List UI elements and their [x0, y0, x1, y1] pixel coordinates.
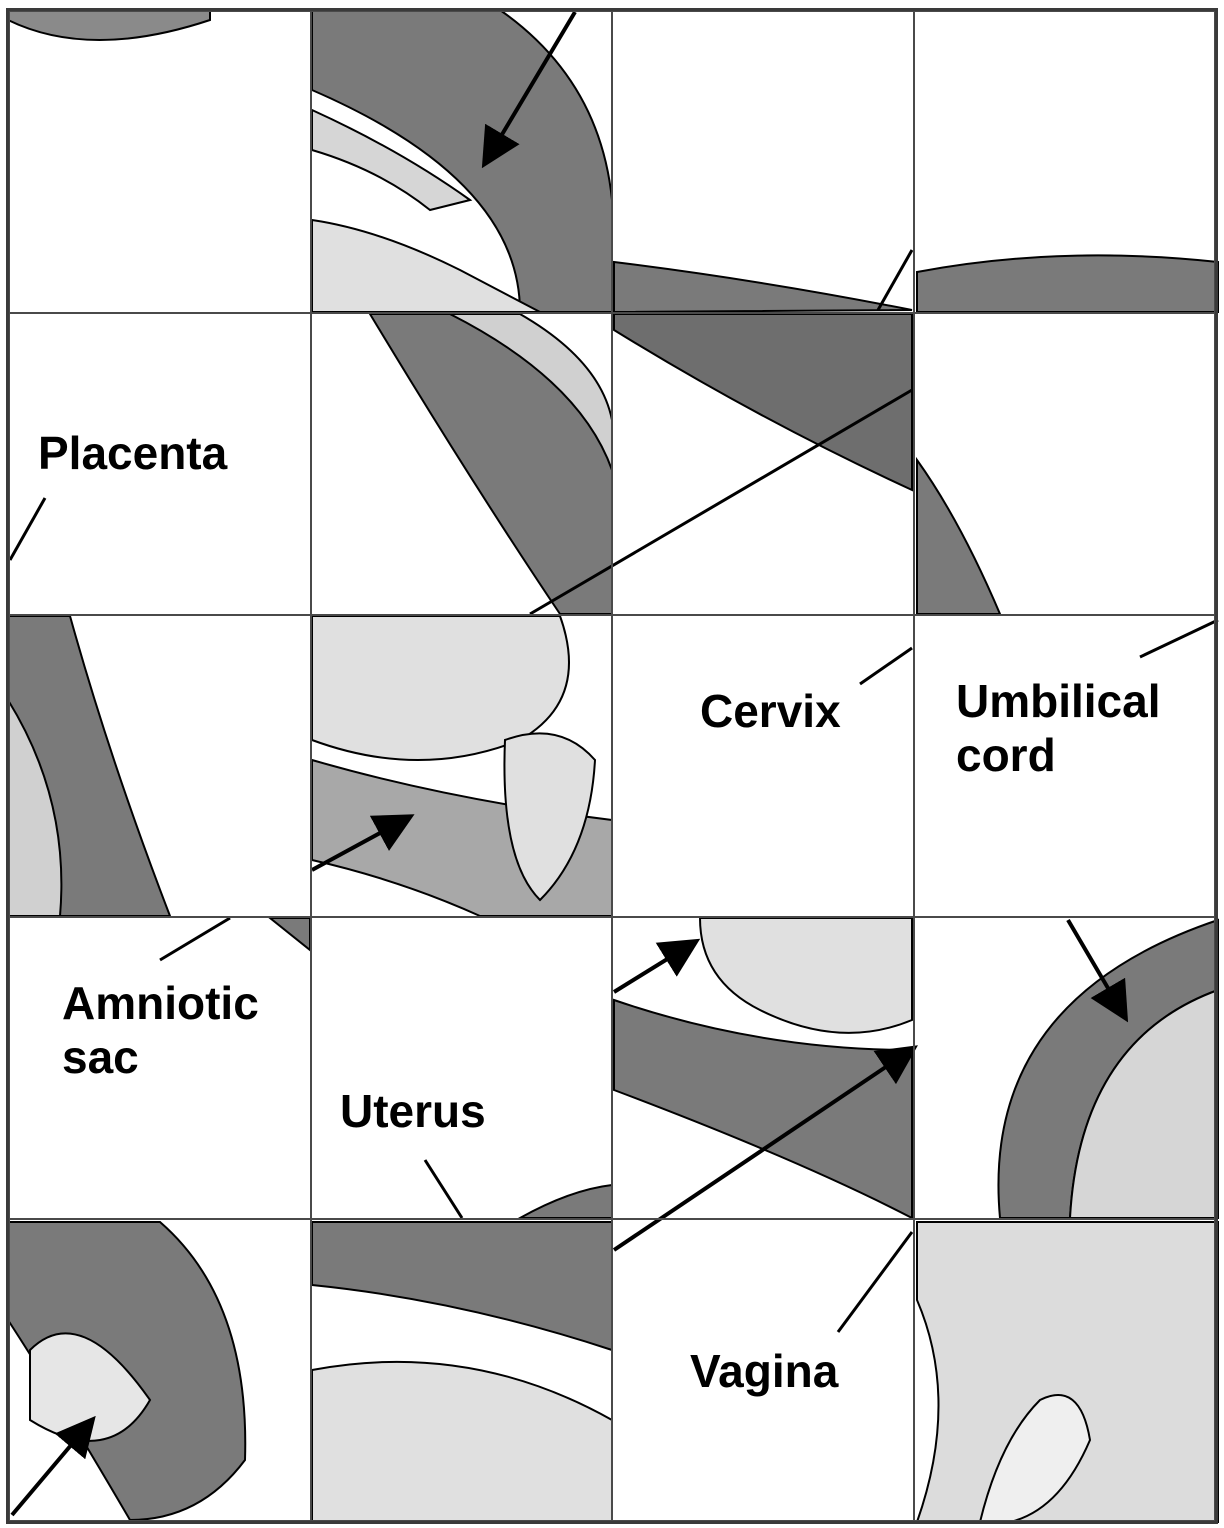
label-amniotic-sac: Amniotic sac [62, 976, 259, 1084]
tile-r5c4[interactable] [914, 1219, 1216, 1521]
tile-r1c2[interactable] [311, 11, 613, 313]
tile-r1c4[interactable] [914, 11, 1216, 313]
tile-r3c1[interactable] [9, 615, 311, 917]
tile-r2c2[interactable] [311, 313, 613, 615]
tile-r1c1[interactable] [9, 11, 311, 313]
tile-r4c2[interactable] [311, 917, 613, 1219]
label-umbilical-cord: Umbilical cord [956, 674, 1161, 782]
tile-r2c3[interactable] [612, 313, 914, 615]
tile-r1c3[interactable] [612, 11, 914, 313]
tile-r3c3[interactable] [612, 615, 914, 917]
label-vagina: Vagina [690, 1344, 838, 1398]
tile-r2c4[interactable] [914, 313, 1216, 615]
label-uterus: Uterus [340, 1084, 486, 1138]
tile-r3c2[interactable] [311, 615, 613, 917]
tile-r5c2[interactable] [311, 1219, 613, 1521]
label-cervix: Cervix [700, 684, 841, 738]
tile-r4c3[interactable] [612, 917, 914, 1219]
tile-r5c1[interactable] [9, 1219, 311, 1521]
label-placenta: Placenta [38, 426, 227, 480]
tile-r4c4[interactable] [914, 917, 1216, 1219]
